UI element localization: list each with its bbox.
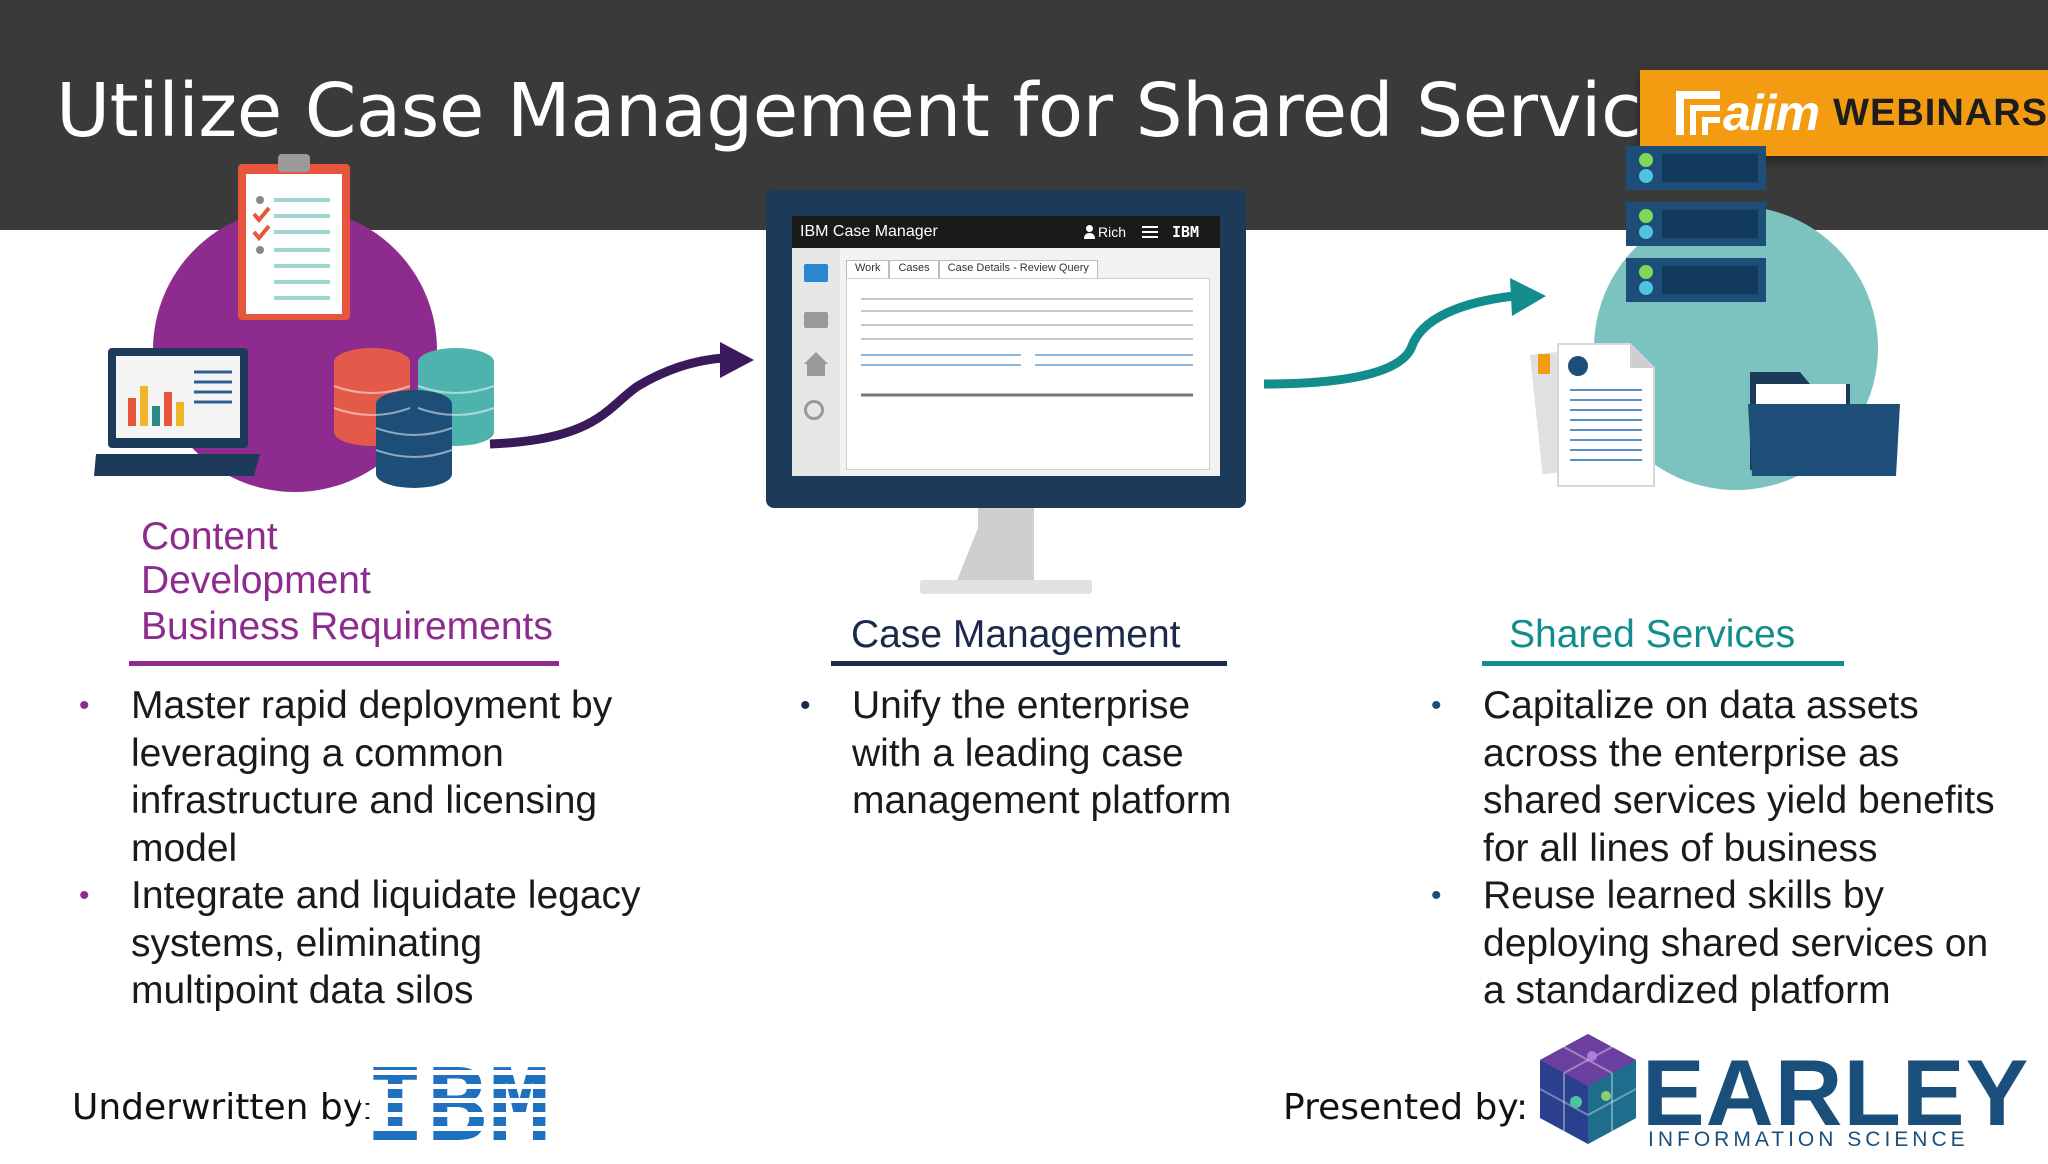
document-icon [1530, 343, 1655, 487]
ibm-mini-logo: IBM [1172, 223, 1200, 241]
laptop-icon [94, 348, 260, 476]
aiim-webinars-badge: aiim WEBINARS [1640, 70, 2048, 156]
folder-icon[interactable] [804, 264, 828, 282]
heading-line: Development [141, 559, 371, 602]
monitor-illustration: IBM Case Manager Rich IBM Work Cases Cas… [766, 190, 1246, 600]
bullet-item: • Reuse learned skills by deploying shar… [1431, 874, 1989, 1012]
app-titlebar: IBM Case Manager Rich IBM [792, 216, 1220, 248]
heading-line: Business Requirements [141, 605, 553, 648]
menu-icon[interactable] [1142, 226, 1158, 238]
aiim-brand: aiim [1723, 85, 1820, 141]
aiim-logo-icon [1676, 91, 1720, 135]
home-icon[interactable] [804, 352, 828, 364]
center-column-heading: Case Management [851, 613, 1181, 656]
bullet-dot: • [1431, 879, 1442, 912]
search-icon[interactable] [804, 400, 824, 420]
left-column-heading: Content Development Business Requirement… [141, 515, 553, 649]
content-development-illustration [94, 154, 495, 492]
clipboard-icon [238, 154, 350, 320]
tab-cases[interactable]: Cases [889, 260, 939, 278]
bullet-item: • Integrate and liquidate legacy systems… [79, 874, 641, 1012]
heading-line: Content [141, 515, 278, 558]
underwritten-label: Underwritten by: [72, 1087, 374, 1128]
webinars-label: WEBINARS [1833, 91, 2048, 134]
monitor-base [920, 580, 1092, 594]
bullet-item: • Capitalize on data assets across the e… [1431, 684, 1995, 870]
arrow-to-shared-services [1263, 278, 1546, 389]
app-tabs: Work Cases Case Details - Review Query [846, 260, 1098, 278]
content-lines [861, 298, 1193, 397]
right-column-heading: Shared Services [1509, 613, 1796, 656]
arrow-to-case-management [489, 342, 754, 449]
folder-icon [1748, 372, 1900, 476]
bullet-item: • Unify the enterprise with a leading ca… [800, 684, 1232, 822]
left-bullet-list: • Master rapid deployment by leveraging … [67, 682, 687, 1015]
earley-cube-logo [1539, 1034, 1637, 1144]
server-rack-icon [1626, 146, 1766, 302]
app-title: IBM Case Manager [800, 223, 938, 240]
app-sidebar [792, 248, 840, 476]
user-icon[interactable] [1084, 225, 1095, 239]
presented-label: Presented by: [1283, 1087, 1529, 1128]
bullet-dot: • [800, 689, 811, 722]
tab-case-details[interactable]: Case Details - Review Query [938, 260, 1098, 278]
right-bullet-list: • Capitalize on data assets across the e… [1419, 682, 2019, 1015]
bullet-dot: • [79, 879, 90, 912]
user-name[interactable]: Rich [1098, 224, 1127, 240]
center-heading-underline [831, 661, 1227, 666]
inbox-icon[interactable] [804, 312, 828, 328]
app-content-panel [846, 278, 1210, 470]
center-bullet-list: • Unify the enterprise with a leading ca… [788, 682, 1268, 825]
ibm-stripes-overlay [360, 1070, 580, 1145]
earley-wordmark: EARLEY [1642, 1040, 2030, 1145]
slide-title: Utilize Case Management for Shared Servi… [56, 68, 1725, 154]
bullet-dot: • [1431, 689, 1442, 722]
tab-work[interactable]: Work [846, 260, 890, 278]
right-heading-underline [1482, 661, 1844, 666]
database-stack-icon [333, 348, 495, 488]
left-heading-underline [129, 661, 559, 666]
earley-subtitle: INFORMATION SCIENCE [1648, 1128, 1969, 1151]
bullet-item: • Master rapid deployment by leveraging … [79, 684, 613, 870]
bullet-dot: • [79, 689, 90, 722]
monitor-screen: IBM Case Manager Rich IBM Work Cases Cas… [792, 216, 1220, 476]
shared-services-illustration [1530, 146, 1900, 490]
